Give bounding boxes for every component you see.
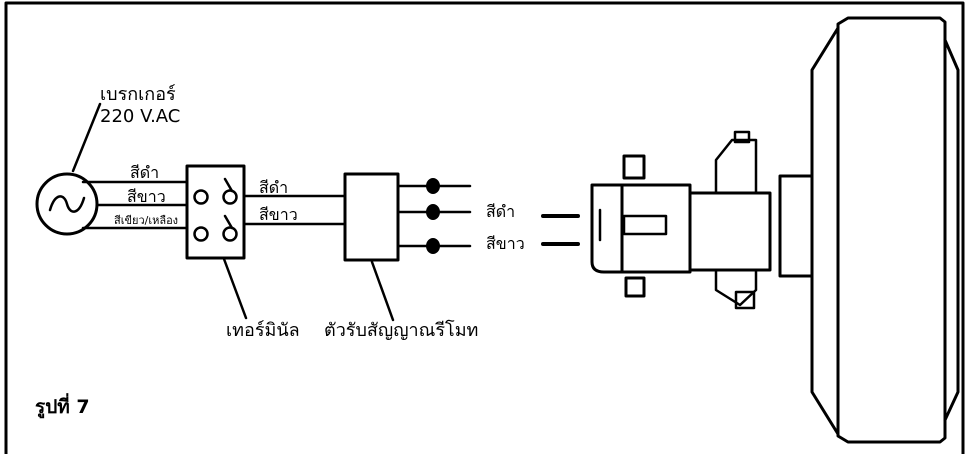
receiver-label: ตัวรับสัญญาณรีโมท [324, 320, 479, 341]
figure-frame [4, 1, 965, 456]
breaker-voltage: 220 V.AC [100, 106, 181, 127]
wire-label-black-breaker: สีดำ [130, 163, 160, 182]
breaker-leader-line [71, 102, 102, 173]
wire-label-ground-breaker: สีเขียว/เหลือง [114, 214, 179, 227]
figure-caption: รูปที่ 7 [35, 396, 90, 418]
terminal-label: เทอร์มินัล [226, 320, 300, 341]
wire-connectors [426, 178, 440, 254]
wire-label-white-breaker: สีขาว [127, 187, 166, 206]
terminal-leader-line [222, 257, 248, 320]
wires-terminal-to-receiver [242, 194, 347, 226]
remote-receiver-box [343, 172, 400, 262]
wire-label-white-terminal: สีขาว [259, 205, 298, 224]
wire-label-white-motor: สีขาว [486, 234, 525, 253]
tubular-motor [590, 16, 960, 444]
receiver-leader-line [370, 260, 395, 322]
motor-connection-dashes [541, 214, 580, 246]
wire-label-black-terminal: สีดำ [259, 178, 289, 197]
breaker-label: เบรกเกอร์ [100, 84, 176, 105]
wire-label-black-motor: สีดำ [486, 202, 516, 221]
terminal-block [185, 164, 246, 260]
wires-breaker-to-terminal [81, 180, 189, 230]
